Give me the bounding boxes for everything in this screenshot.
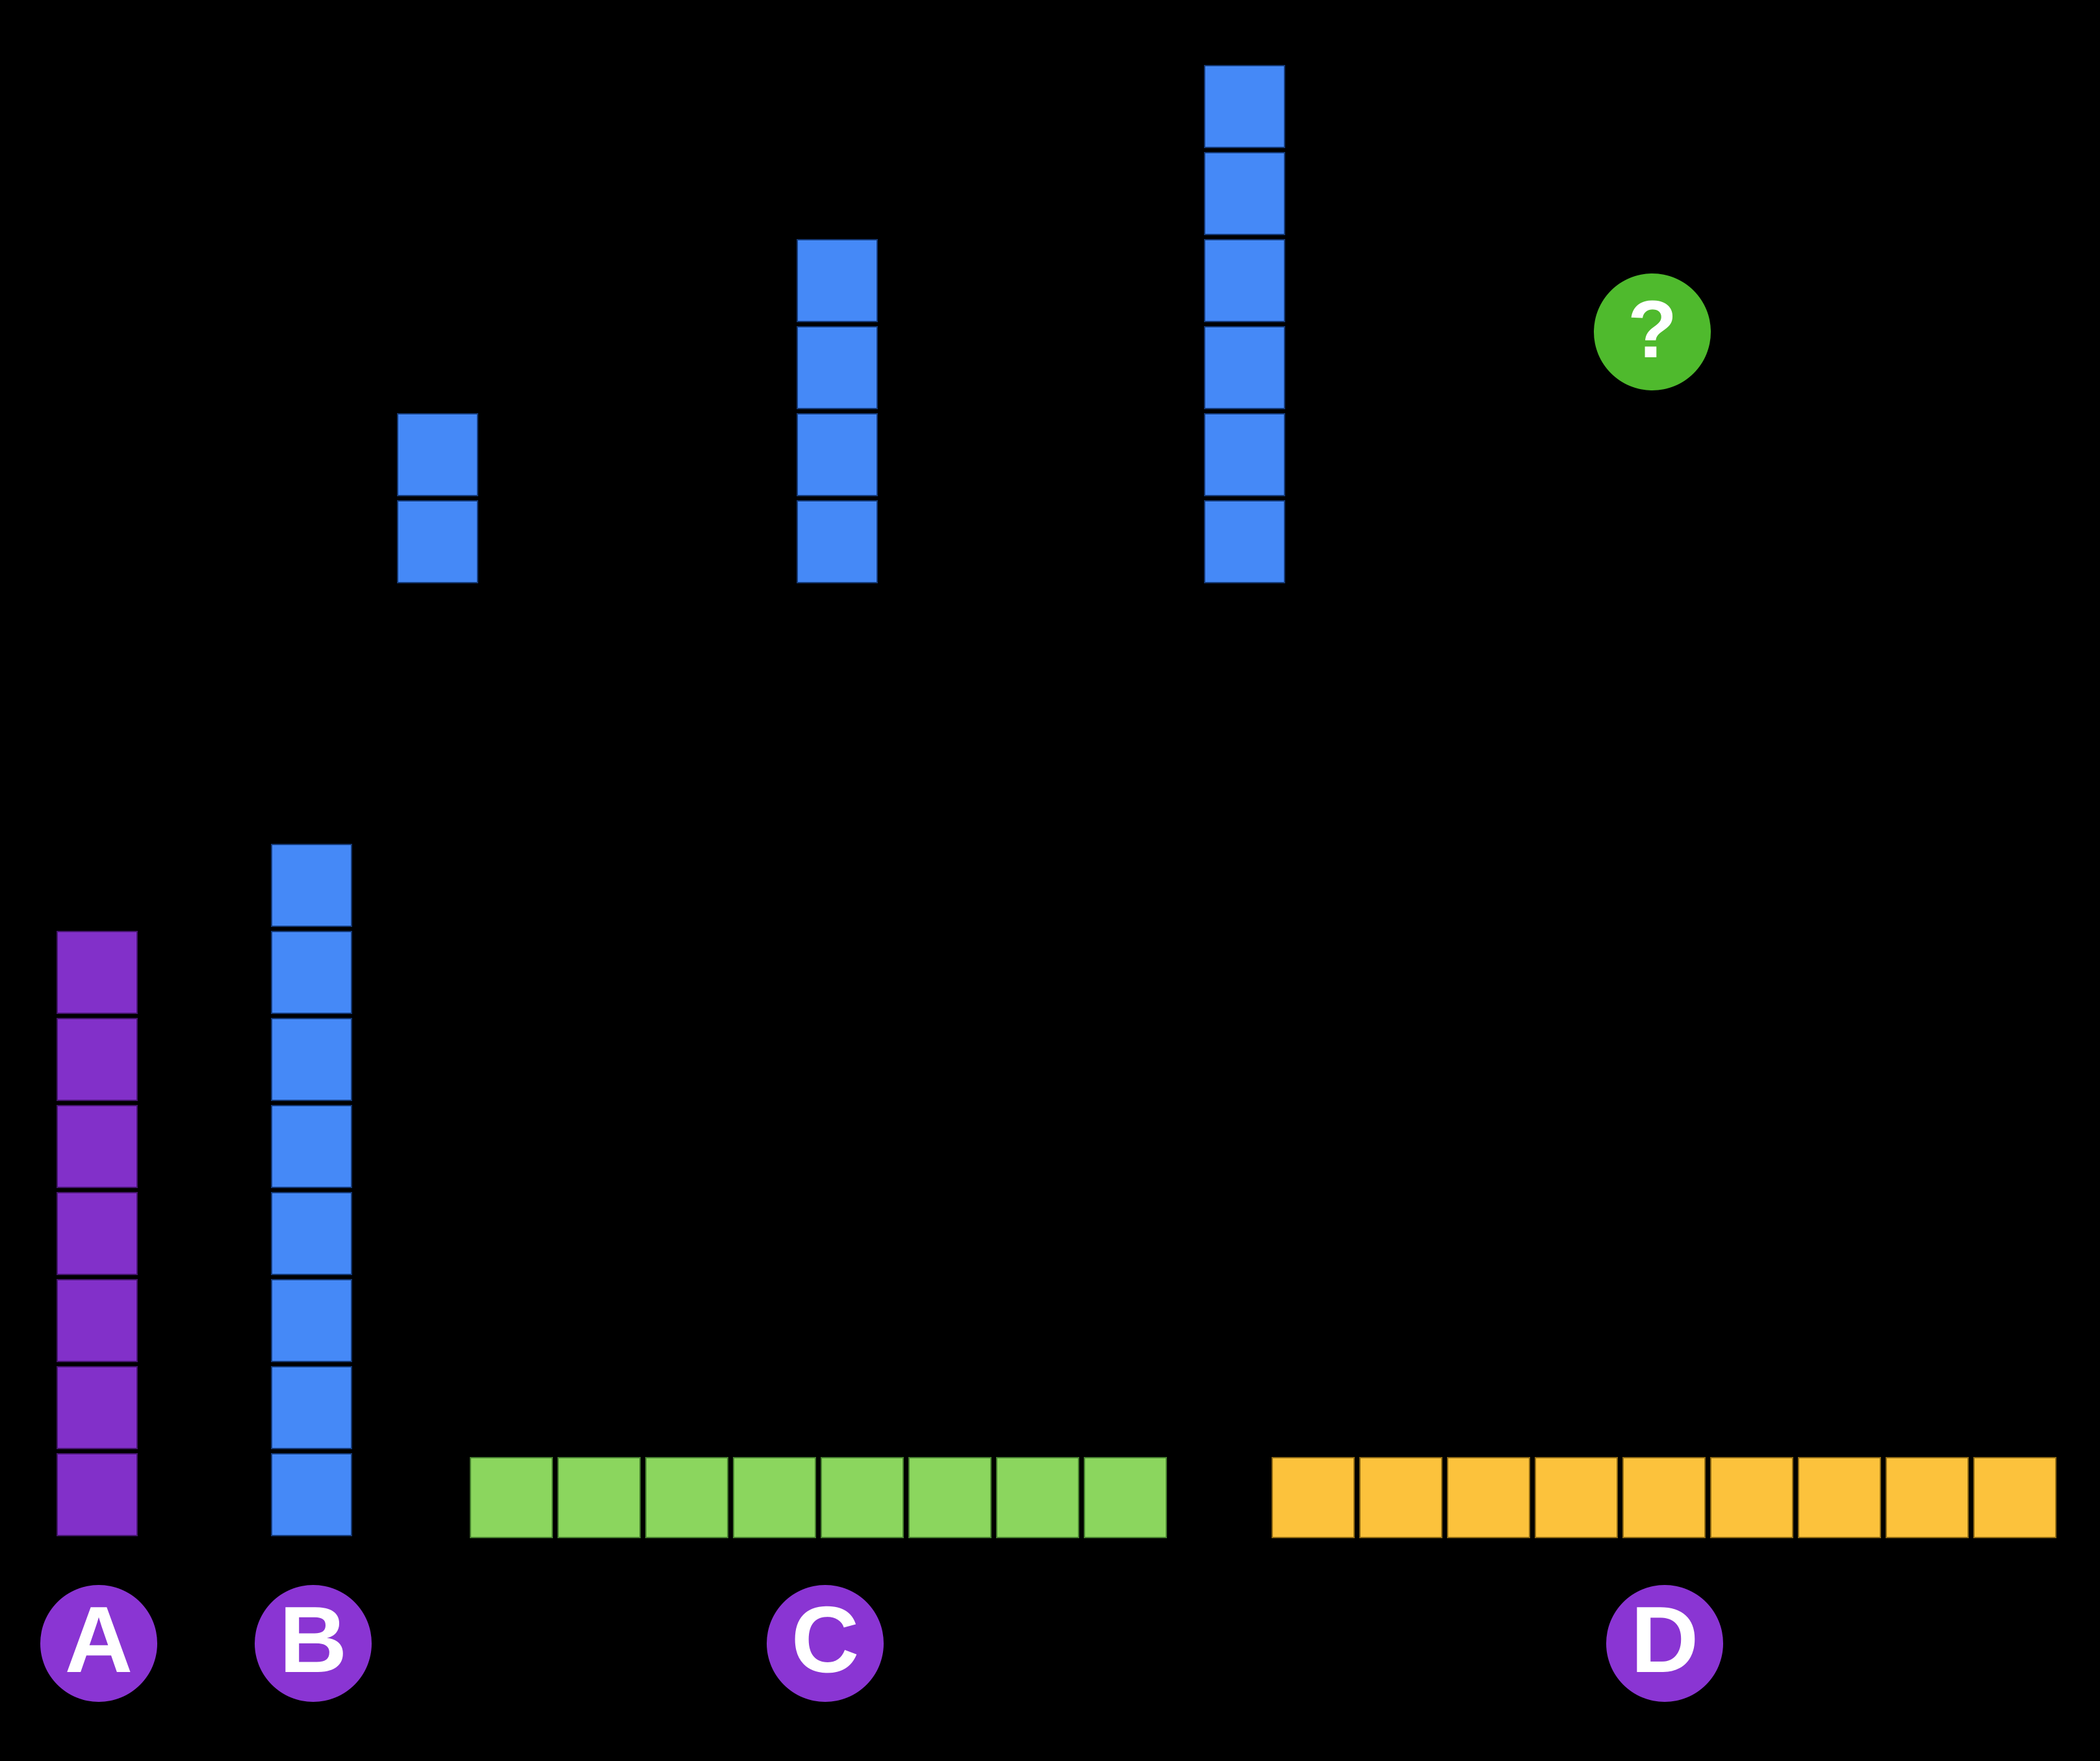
green-block bbox=[996, 1457, 1079, 1538]
blue-block bbox=[1204, 500, 1285, 583]
blue-block bbox=[271, 1192, 352, 1275]
blue-block bbox=[271, 931, 352, 1014]
question-mark-icon: ? bbox=[1627, 284, 1678, 375]
option-d-label[interactable]: D bbox=[1606, 1585, 1723, 1702]
option-d-blocks[interactable] bbox=[1272, 1457, 2056, 1538]
blue-block bbox=[271, 1018, 352, 1101]
purple-block bbox=[57, 1453, 138, 1536]
blue-block bbox=[1204, 152, 1285, 235]
green-block bbox=[645, 1457, 728, 1538]
question-mark-circle: ? bbox=[1594, 273, 1711, 390]
orange-block bbox=[1798, 1457, 1881, 1538]
blue-block bbox=[271, 1366, 352, 1449]
orange-block bbox=[1535, 1457, 1618, 1538]
green-block bbox=[908, 1457, 992, 1538]
option-a-label[interactable]: A bbox=[40, 1585, 157, 1702]
orange-block bbox=[1447, 1457, 1530, 1538]
option-a-letter: A bbox=[64, 1586, 133, 1692]
option-c-label[interactable]: C bbox=[767, 1585, 884, 1702]
purple-block bbox=[57, 931, 138, 1014]
green-block bbox=[1084, 1457, 1167, 1538]
blue-block bbox=[397, 413, 478, 496]
sequence-term-1-stack bbox=[397, 413, 478, 583]
sequence-term-2-stack bbox=[797, 239, 878, 583]
purple-block bbox=[57, 1105, 138, 1188]
sequence-term-3-stack bbox=[1204, 65, 1285, 583]
blue-block bbox=[1204, 413, 1285, 496]
green-block bbox=[733, 1457, 816, 1538]
orange-block bbox=[1272, 1457, 1355, 1538]
option-b-label[interactable]: B bbox=[255, 1585, 372, 1702]
purple-block bbox=[57, 1366, 138, 1449]
blue-block bbox=[797, 500, 878, 583]
option-a-blocks[interactable] bbox=[57, 931, 138, 1536]
blue-block bbox=[397, 500, 478, 583]
blue-block bbox=[1204, 239, 1285, 322]
option-d-letter: D bbox=[1630, 1586, 1699, 1692]
orange-block bbox=[1973, 1457, 2056, 1538]
blue-block bbox=[271, 1105, 352, 1188]
green-block bbox=[821, 1457, 904, 1538]
blue-block bbox=[1204, 65, 1285, 148]
orange-block bbox=[1622, 1457, 1706, 1538]
option-b-letter: B bbox=[279, 1586, 348, 1692]
green-block bbox=[470, 1457, 553, 1538]
orange-block bbox=[1359, 1457, 1442, 1538]
blue-block bbox=[271, 1453, 352, 1536]
blue-block bbox=[797, 413, 878, 496]
green-block bbox=[557, 1457, 641, 1538]
blue-block bbox=[797, 326, 878, 409]
blue-block bbox=[271, 1279, 352, 1362]
option-c-letter: C bbox=[791, 1586, 860, 1692]
purple-block bbox=[57, 1279, 138, 1362]
blue-block bbox=[797, 239, 878, 322]
purple-block bbox=[57, 1018, 138, 1101]
orange-block bbox=[1710, 1457, 1793, 1538]
option-c-blocks[interactable] bbox=[470, 1457, 1167, 1538]
blue-block bbox=[1204, 326, 1285, 409]
option-b-blocks[interactable] bbox=[271, 844, 352, 1536]
purple-block bbox=[57, 1192, 138, 1275]
orange-block bbox=[1886, 1457, 1969, 1538]
blue-block bbox=[271, 844, 352, 927]
